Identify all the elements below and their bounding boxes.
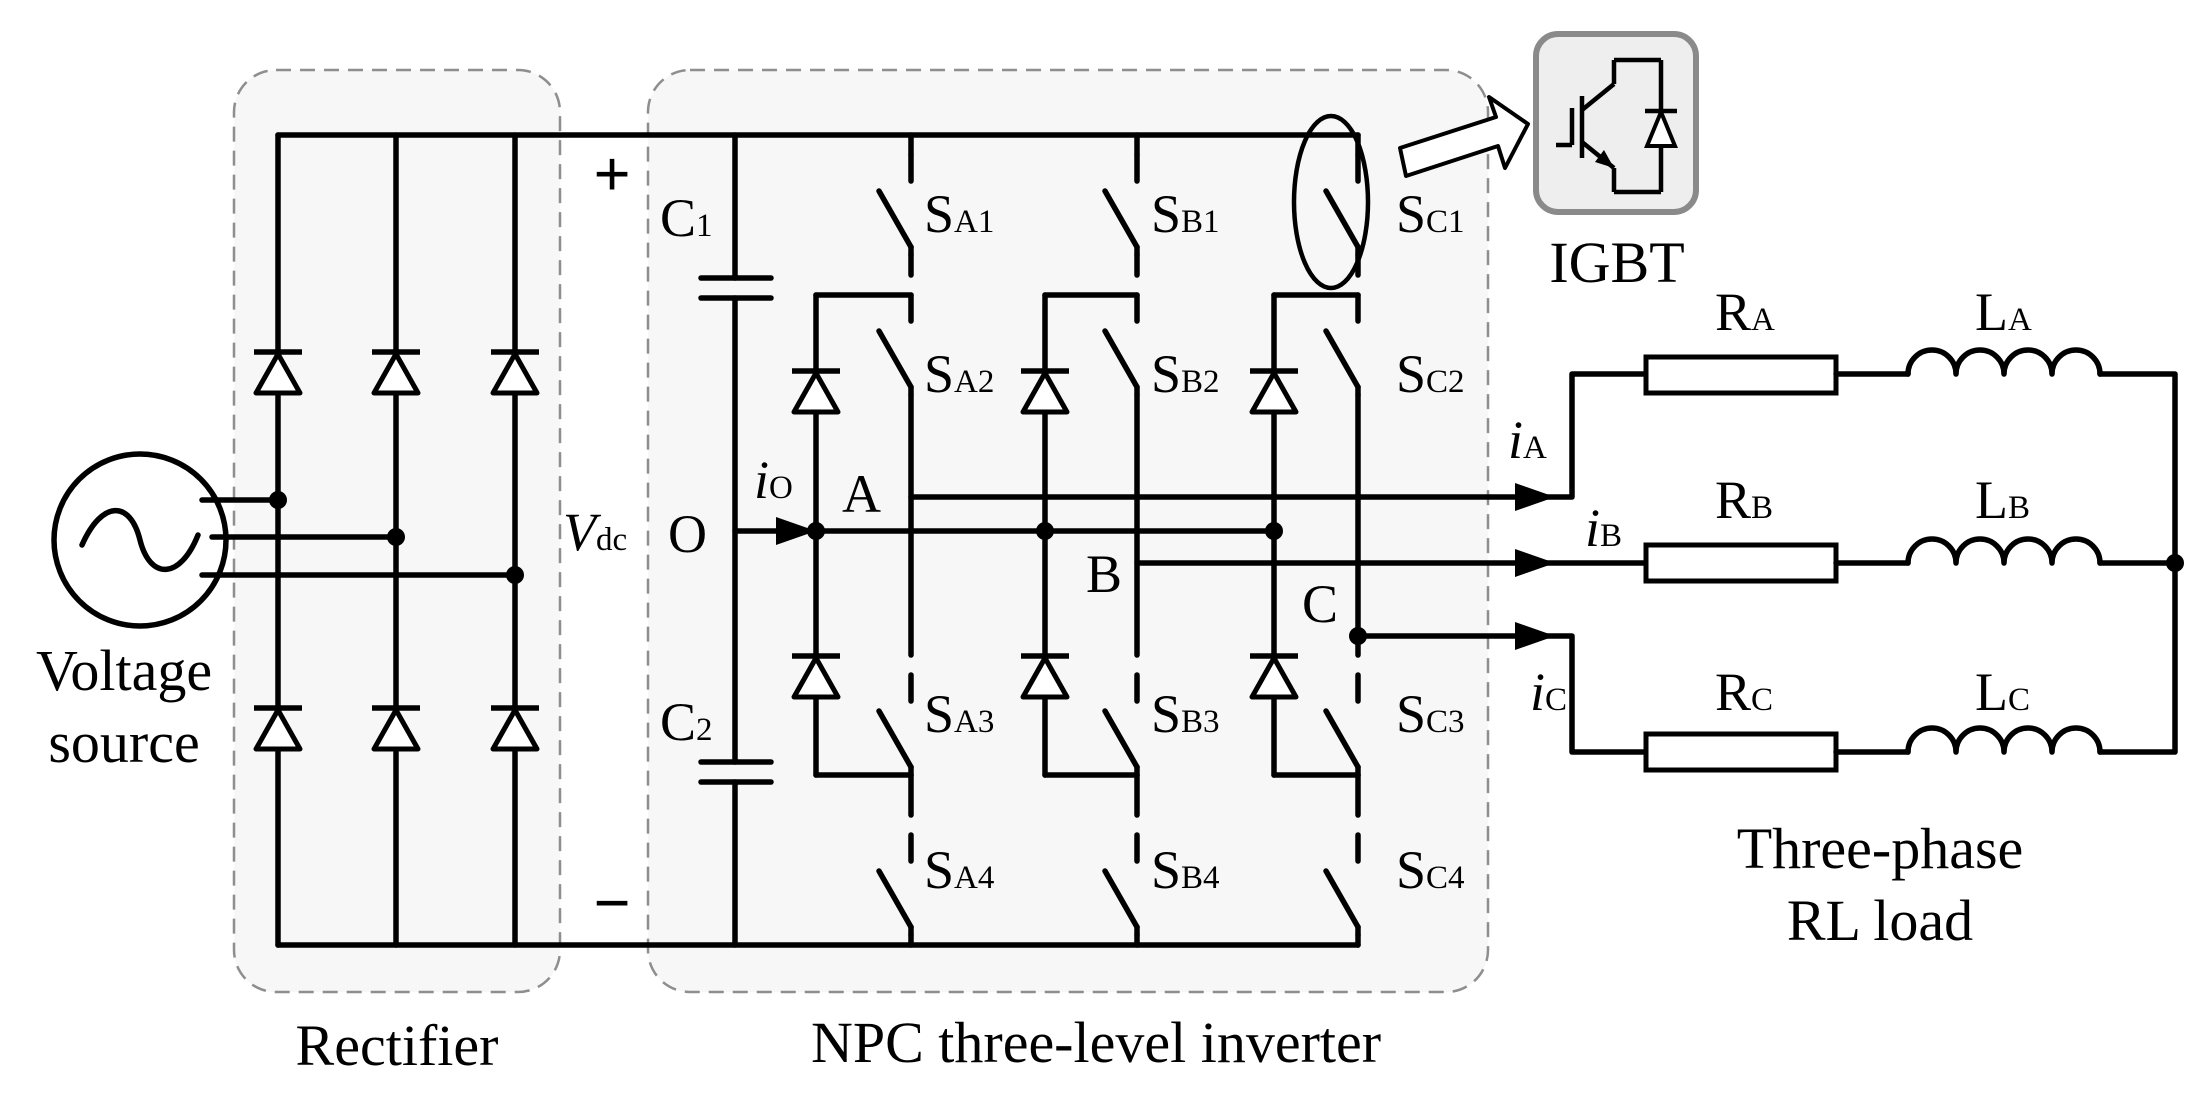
switch-sa4-label: SA4 [924,840,994,900]
resistor-ra-label: RA [1715,282,1775,342]
resistor-icon [1643,731,1839,773]
igbt-label: IGBT [1549,230,1684,295]
sc1-highlight [1291,113,1371,291]
ib-arrow-icon [1515,549,1555,577]
resistor-rb-label: RB [1715,470,1773,530]
capacitor-c2 [698,759,774,948]
igbt-pointer-arrow-icon [1398,95,1530,178]
current-ib-label: iB [1585,498,1622,558]
inductor-lc-label: LC [1975,662,2030,722]
switch-sb4-label: SB4 [1151,840,1220,900]
switch-sc4-label: SC4 [1396,840,1465,900]
switch-sa1-label: SA1 [924,184,994,244]
load-label-line1: Three-phase [1737,816,2024,881]
switch-sc1-label: SC1 [1396,184,1465,244]
phase-a-output-wire [908,371,1649,500]
phase-c-output-wire [1355,633,1649,755]
switch-sb3-label: SB3 [1151,684,1220,744]
leg-c [1250,132,1361,948]
load-label-line2: RL load [1787,888,1973,953]
neutral-o-label: O [668,504,707,564]
leg-a [792,132,914,948]
node-b-label: B [1086,544,1122,604]
ia-arrow-icon [1515,483,1555,511]
c2-label: C2 [660,692,713,752]
io-arrow-icon [776,517,816,545]
current-ic-label: iC [1530,662,1567,722]
dc-minus-sign: − [593,867,631,940]
node-c-label: C [1302,574,1338,634]
switch-sb1-label: SB1 [1151,184,1220,244]
switch-sb2-label: SB2 [1151,344,1220,404]
rectifier-bridge [254,132,539,948]
voltage-source-label-line2: source [48,710,199,775]
switch-sa3-label: SA3 [924,684,994,744]
current-ia-label: iA [1508,410,1547,470]
switch-sa2-label: SA2 [924,344,994,404]
resistor-icon [1643,354,1839,396]
ic-arrow-icon [1515,622,1555,650]
io-label: iO [754,450,793,510]
rl-load [1643,347,2184,773]
voltage-source-label-line1: Voltage [36,638,212,703]
switch-sc3-label: SC3 [1396,684,1465,744]
leg-b [1021,132,1140,948]
switch-sc2-label: SC2 [1396,344,1465,404]
inductor-la-label: LA [1975,282,2032,342]
c1-label: C1 [660,188,713,248]
ac-source-icon [51,451,229,629]
inductor-icon [1905,536,2103,566]
rectifier-label: Rectifier [296,1013,499,1078]
inductor-lb-label: LB [1975,470,2030,530]
resistor-rc-label: RC [1715,662,1773,722]
node-a-label: A [842,464,881,524]
dc-plus-sign: + [593,138,631,211]
vdc-label: Vdc [563,502,627,562]
inverter-label: NPC three-level inverter [811,1010,1381,1075]
resistor-icon [1643,542,1839,584]
inductor-icon [1905,347,2103,377]
inductor-icon [1905,725,2103,755]
igbt-icon [1533,31,1699,215]
